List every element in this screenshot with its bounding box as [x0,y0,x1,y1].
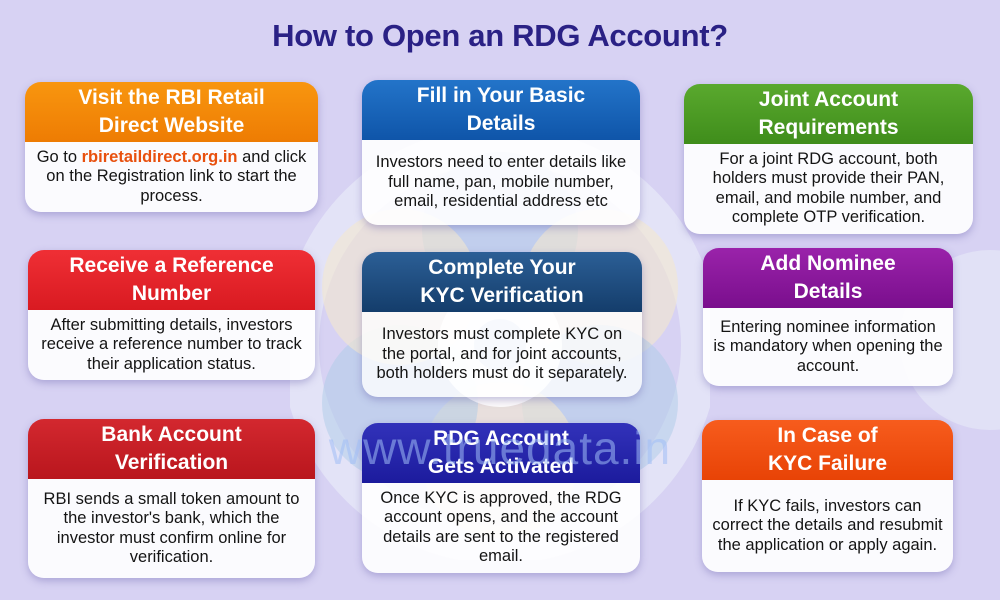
card-header: RDG Account Gets Activated [362,423,640,483]
card-title-line: Fill in Your Basic [416,84,586,108]
card-title-line: Complete Your [428,256,576,280]
card-title-line: KYC Failure [767,452,888,475]
card-title-line: Gets Activated [427,455,575,478]
card-description: If KYC fails, investors can correct the … [712,496,943,554]
card-description: RBI sends a small token amount to the in… [43,489,300,566]
card-title-line: Details [466,112,536,135]
card-title-line: Joint Account [758,88,899,112]
card-body: Go to rbiretaildirect.org.in and click o… [25,142,318,213]
card-bank-account-verification: Bank Account Verification RBI sends a sm… [28,419,315,578]
card-body: Once KYC is approved, the RDG account op… [362,483,640,573]
card-description: For a joint RDG account, both holders mu… [712,150,945,227]
card-body: Investors need to enter details like ful… [362,140,640,225]
card-header: In Case of KYC Failure [702,420,953,480]
card-title-line: Details [793,280,863,303]
card-description: Go to [36,148,82,166]
card-header: Add Nominee Details [703,248,953,308]
card-rdg-account-activated: RDG Account Gets Activated Once KYC is a… [362,423,640,573]
page-title: How to Open an RDG Account? [272,18,728,53]
card-title-line: Requirements [758,116,899,139]
card-body: After submitting details, investors rece… [28,310,315,381]
rbi-retail-direct-link[interactable]: rbiretaildirect.org.in [81,148,238,166]
card-title-line: Add Nominee [760,252,896,276]
card-title-line: Receive a Reference [69,254,274,278]
card-description: and click on the Registration link to st… [46,148,307,205]
card-header: Fill in Your Basic Details [362,80,640,140]
card-body: If KYC fails, investors can correct the … [702,480,953,572]
card-description: After submitting details, investors rece… [41,316,302,373]
card-add-nominee-details: Add Nominee Details Entering nominee inf… [703,248,953,386]
card-title-line: KYC Verification [420,284,584,307]
card-description: Entering nominee information is mandator… [713,317,943,375]
card-header: Complete Your KYC Verification [362,252,642,312]
card-header: Joint Account Requirements [684,84,973,144]
card-kyc-failure: In Case of KYC Failure If KYC fails, inv… [702,420,953,572]
card-joint-account-requirements: Joint Account Requirements For a joint R… [684,84,973,234]
card-visit-rbi-website: Visit the RBI Retail Direct Website Go t… [25,82,318,213]
card-receive-reference-number: Receive a Reference Number After submitt… [28,250,315,381]
card-header: Bank Account Verification [28,419,315,479]
card-header: Visit the RBI Retail Direct Website [25,82,318,142]
card-header: Receive a Reference Number [28,250,315,310]
card-description: Once KYC is approved, the RDG account op… [380,489,622,566]
card-description: Investors must complete KYC on the porta… [376,325,628,383]
card-fill-basic-details: Fill in Your Basic Details Investors nee… [362,80,640,225]
card-description: Investors need to enter details like ful… [375,153,627,211]
card-complete-kyc-verification: Complete Your KYC Verification Investors… [362,252,642,397]
card-title-line: Number [131,282,212,305]
card-title-line: Bank Account [101,423,242,447]
card-title-line: In Case of [777,424,878,448]
card-title-line: Visit the RBI Retail [78,86,265,110]
card-title-line: Verification [114,451,229,474]
card-body: For a joint RDG account, both holders mu… [684,144,973,234]
card-title-line: RDG Account [433,427,569,451]
card-body: Entering nominee information is mandator… [703,308,953,386]
card-body: Investors must complete KYC on the porta… [362,312,642,397]
card-title-line: Direct Website [98,114,245,137]
card-body: RBI sends a small token amount to the in… [28,479,315,578]
